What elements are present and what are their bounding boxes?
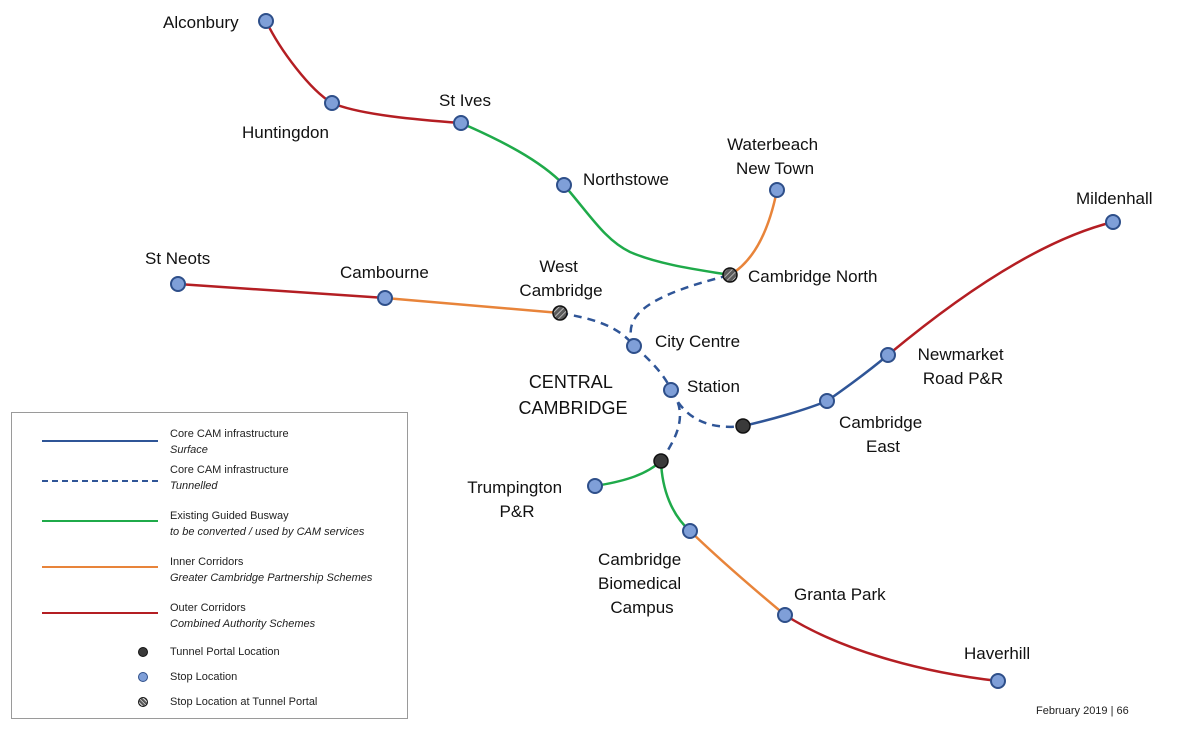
- core-tunnel-city-centre-station: [633, 345, 673, 391]
- stop-portal-cambridge-north: [722, 267, 738, 283]
- label-waterbeach: Waterbeach New Town: [727, 135, 823, 178]
- busway-trumpington-portal: [594, 460, 662, 488]
- legend-swatch-inner: [42, 566, 158, 568]
- label-city-centre: City Centre: [655, 332, 740, 351]
- legend-swatch-stop: [138, 672, 148, 682]
- legend-swatch-core-tunnelled: [42, 480, 158, 482]
- stop-biomedical: [682, 523, 698, 539]
- stop-alconbury: [258, 13, 274, 29]
- stop-cambourne: [377, 290, 393, 306]
- label-cambridge-north: Cambridge North: [748, 267, 877, 286]
- stop-granta-park: [777, 607, 793, 623]
- stop-trumpington: [587, 478, 603, 494]
- legend-subtitle: Greater Cambridge Partnership Schemes: [170, 572, 373, 584]
- legend-title: Inner Corridors: [170, 556, 244, 568]
- label-central-cambridge: CENTRAL CAMBRIDGE: [518, 372, 627, 418]
- label-st-ives: St Ives: [439, 91, 491, 110]
- label-granta-park: Granta Park: [794, 585, 886, 604]
- label-newmarket-road: Newmarket Road P&R: [918, 345, 1009, 388]
- legend-subtitle: Surface: [170, 444, 208, 456]
- legend-subtitle: Combined Authority Schemes: [170, 618, 316, 630]
- stop-st-ives: [453, 115, 469, 131]
- legend-swatch-busway: [42, 520, 158, 522]
- legend: Core CAM infrastructure Surface Core CAM…: [11, 412, 408, 719]
- legend-title: Core CAM infrastructure: [170, 464, 289, 476]
- label-west-cambridge: West Cambridge: [519, 257, 602, 300]
- core-tunnel-station-east-portal: [669, 389, 744, 429]
- label-alconbury: Alconbury: [163, 13, 239, 32]
- legend-swatch-outer: [42, 612, 158, 614]
- legend-swatch-stop-portal: [138, 697, 148, 707]
- legend-title: Outer Corridors: [170, 602, 246, 614]
- core-tunnel-city-centre-cambridge-north: [629, 273, 731, 347]
- label-st-neots: St Neots: [145, 249, 210, 268]
- stop-portal-west-cambridge: [552, 305, 568, 321]
- stop-cambridge-east: [819, 393, 835, 409]
- label-huntingdon: Huntingdon: [242, 123, 329, 142]
- stops: [170, 13, 1121, 689]
- inner-corridor-cambourne-west-cambridge: [384, 296, 561, 315]
- stop-city-centre: [626, 338, 642, 354]
- legend-title: Stop Location: [170, 671, 238, 683]
- core-tunnel-west-cambridge-city-centre: [559, 311, 635, 347]
- outer-corridor-newmarket-mildenhall: [887, 220, 1114, 356]
- core-tunnel-station-south-portal: [659, 389, 682, 462]
- legend-title: Stop Location at Tunnel Portal: [170, 696, 318, 708]
- busway-portal-biomedical: [659, 460, 691, 532]
- stop-huntingdon: [324, 95, 340, 111]
- label-northstowe: Northstowe: [583, 170, 669, 189]
- label-trumpington: Trumpington P&R: [467, 478, 567, 521]
- label-cambourne: Cambourne: [340, 263, 429, 282]
- legend-subtitle: to be converted / used by CAM services: [170, 526, 365, 538]
- inner-corridor-waterbeach: [729, 189, 779, 277]
- label-station: Station: [687, 377, 740, 396]
- outer-corridor-granta-haverhill: [784, 613, 999, 683]
- inner-corridor-biomedical-granta: [689, 530, 786, 616]
- stop-northstowe: [556, 177, 572, 193]
- label-biomedical: Cambridge Biomedical Campus: [598, 550, 686, 617]
- label-mildenhall: Mildenhall: [1076, 189, 1153, 208]
- stop-newmarket-road: [880, 347, 896, 363]
- tunnel-portal-east: [735, 418, 751, 434]
- stop-station: [663, 382, 679, 398]
- legend-swatch-portal: [138, 647, 148, 657]
- stop-waterbeach: [769, 182, 785, 198]
- legend-title: Tunnel Portal Location: [170, 646, 280, 658]
- stop-st-neots: [170, 276, 186, 292]
- busway-st-ives-cambridge-north: [460, 121, 731, 277]
- label-cambridge-east: Cambridge East: [839, 413, 927, 456]
- label-haverhill: Haverhill: [964, 644, 1030, 663]
- tunnel-portal-south: [653, 453, 669, 469]
- footer-page-info: February 2019 | 66: [1036, 705, 1129, 717]
- legend-swatch-core-surface: [42, 440, 158, 442]
- outer-corridor-alconbury-st-ives: [264, 20, 462, 125]
- legend-title: Existing Guided Busway: [170, 510, 289, 522]
- legend-title: Core CAM infrastructure: [170, 428, 289, 440]
- stop-haverhill: [990, 673, 1006, 689]
- outer-corridor-st-neots-cambourne: [177, 282, 386, 300]
- legend-subtitle: Tunnelled: [170, 480, 218, 492]
- stop-mildenhall: [1105, 214, 1121, 230]
